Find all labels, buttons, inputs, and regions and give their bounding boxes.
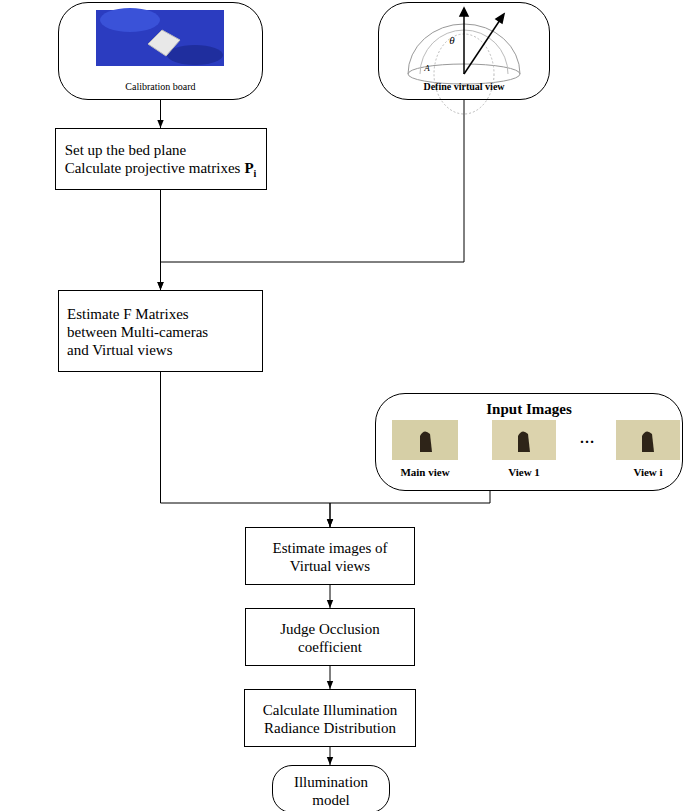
box-text: Estimate images of Virtual views	[263, 539, 398, 575]
angle-symbol: θ	[449, 34, 454, 46]
box-line: Calculate projective matrixes	[65, 160, 241, 176]
box-text: Define virtual view	[423, 81, 504, 93]
terminal-box: Define virtual view	[378, 2, 550, 100]
box-line-group: Calculate projective matrixesPi	[65, 159, 257, 180]
calibration-board-icon	[148, 30, 180, 56]
ellipsis: …	[580, 430, 595, 447]
subscript: i	[254, 168, 257, 179]
box-text: Calculate Illumination Radiance Distribu…	[254, 701, 406, 737]
box-text: Input Images	[486, 400, 571, 418]
photo-shade	[167, 45, 223, 65]
box-text: Set up the bed planeCalculate projective…	[65, 141, 257, 180]
flow-arrow	[330, 585, 331, 608]
process-box: Judge Occlusion coefficient	[245, 608, 415, 666]
box-line: Set up the bed plane	[65, 141, 257, 159]
box-text: Illumination model	[286, 773, 376, 809]
flow-arrow	[161, 372, 331, 527]
photo-shade	[100, 8, 160, 32]
view-caption: View i	[633, 466, 662, 478]
process-box: Calculate Illumination Radiance Distribu…	[244, 689, 416, 747]
terminal-box: Calibration board	[58, 2, 263, 100]
flow-arrow	[330, 747, 331, 765]
point-label: A	[424, 64, 430, 74]
thumbnails	[392, 420, 680, 460]
view-caption: Main view	[400, 466, 449, 478]
view-caption: View 1	[508, 466, 540, 478]
terminal-box: Illumination model	[272, 765, 390, 811]
matrix-symbol: P	[244, 160, 253, 176]
view-vectors	[460, 8, 504, 74]
box-text: Estimate F Matrixes between Multi-camera…	[67, 305, 232, 359]
flow-arrow	[330, 491, 490, 527]
process-box: Set up the bed planeCalculate projective…	[55, 128, 267, 190]
flow-arrow	[160, 100, 161, 128]
box-text: Calibration board	[125, 81, 195, 93]
flow-arrow	[330, 666, 331, 689]
process-box: Estimate images of Virtual views	[245, 527, 415, 585]
box-text: Judge Occlusion coefficient	[265, 620, 395, 656]
process-box: Estimate F Matrixes between Multi-camera…	[58, 290, 263, 372]
